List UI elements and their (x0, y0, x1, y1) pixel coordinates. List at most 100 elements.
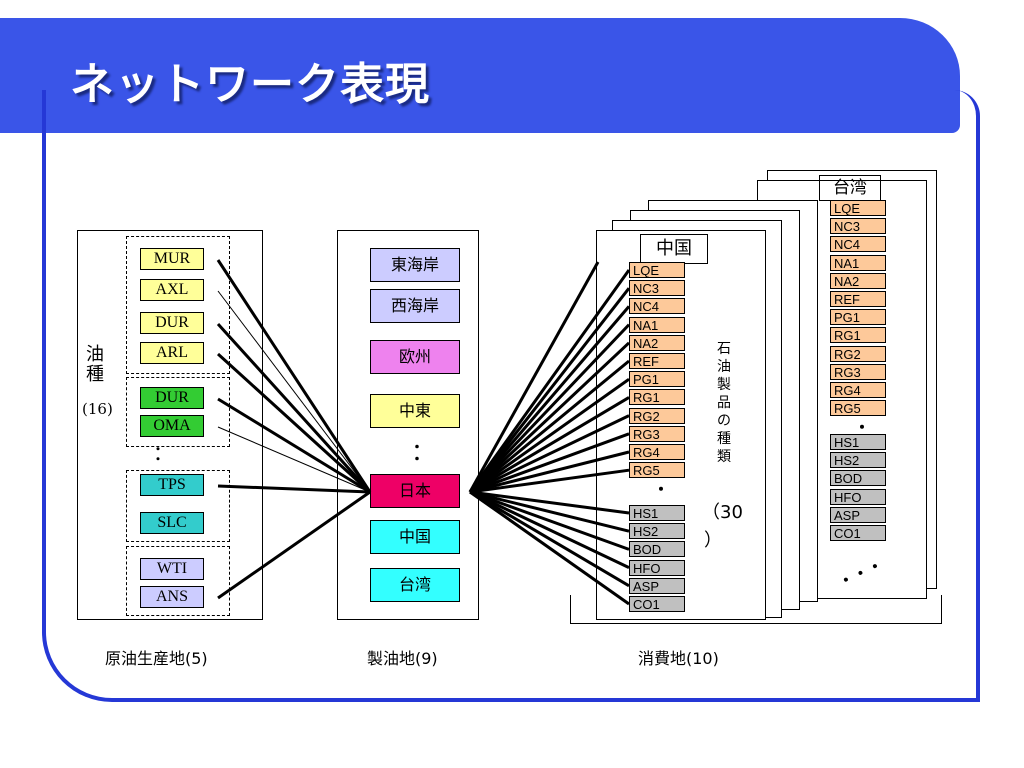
refinery-site-6: 台湾 (370, 568, 460, 602)
front-product-lqe: LQE (629, 262, 685, 278)
back-product-na2: NA2 (830, 272, 886, 289)
page-title: ネットワーク表現 (70, 59, 430, 110)
consumption-footer: 消費地(10) (638, 649, 719, 668)
product-count-label-close: ） (704, 530, 722, 551)
back-product-co1: CO1 (830, 525, 886, 541)
crude-count-label: (16) (82, 400, 113, 418)
crude-slc-7: SLC (140, 512, 204, 534)
back-product-ellipsis: ・ (854, 418, 871, 438)
title-underline (0, 133, 910, 139)
link-crude-4 (217, 397, 371, 494)
crude-group-1 (126, 236, 230, 374)
link-product-1 (468, 287, 631, 493)
back-product-hs2: HS2 (830, 452, 886, 469)
front-product-rg2: RG2 (629, 407, 685, 424)
link-product-9 (469, 432, 630, 494)
front-product-rg5: RG5 (629, 462, 685, 479)
front-product-ellipsis: ・ (653, 480, 670, 500)
back-product-hs1: HS1 (830, 434, 886, 450)
front-product-na1: NA1 (629, 316, 685, 333)
back-product-ref: REF (830, 291, 886, 307)
back-product-hfo: HFO (830, 488, 886, 505)
link-product-16 (469, 490, 630, 588)
refinery-site-1: 西海岸 (370, 289, 460, 323)
back-product-nc4: NC4 (830, 236, 886, 253)
title-bar (0, 18, 960, 133)
link-crude-6 (217, 484, 371, 494)
crude-dur-2: DUR (140, 312, 204, 334)
front-product-ref: REF (629, 353, 685, 369)
front-product-rg4: RG4 (629, 444, 685, 460)
link-product-5 (469, 359, 630, 494)
front-product-hs2: HS2 (629, 523, 685, 540)
front-product-rg1: RG1 (629, 389, 685, 406)
link-product-13 (469, 490, 630, 533)
refinery-site-0: 東海岸 (370, 248, 460, 282)
link-product-2 (468, 305, 631, 493)
link-product-3 (468, 323, 631, 494)
back-product-asp: ASP (830, 506, 886, 523)
crude-wti-8: WTI (140, 558, 204, 580)
consumption-bracket (570, 595, 942, 624)
front-product-nc3: NC3 (629, 280, 685, 297)
refinery-site-2: 欧州 (370, 340, 460, 374)
link-product-6 (469, 377, 630, 494)
link-crude-0 (216, 259, 372, 493)
link-product-14 (469, 490, 630, 551)
refinery-site-5: 中国 (370, 520, 460, 554)
crude-group-4 (126, 546, 230, 616)
refinery-footer: 製油地(9) (367, 649, 438, 668)
crude-dur-4: DUR (140, 387, 204, 409)
link-product-15 (469, 490, 630, 569)
front-product-asp: ASP (629, 577, 685, 594)
front-product-co1: CO1 (629, 596, 685, 612)
link-product-12 (469, 490, 630, 515)
link-product-0 (468, 269, 631, 493)
refinery-site-3: 中東 (370, 394, 460, 428)
front-product-na2: NA2 (629, 334, 685, 351)
crude-oma-5: OMA (140, 415, 204, 437)
link-product-11 (469, 468, 630, 494)
front-product-hfo: HFO (629, 559, 685, 576)
link-product-extra (468, 261, 600, 493)
crude-arl-3: ARL (140, 342, 204, 364)
product-count-label: （30 (702, 502, 743, 523)
crude-mur-0: MUR (140, 248, 204, 270)
crude-ellipsis: ・ ・ (152, 442, 165, 466)
back-product-lqe: LQE (830, 200, 886, 216)
link-crude-9 (217, 490, 371, 600)
crude-group-2 (126, 377, 230, 447)
front-product-pg1: PG1 (629, 371, 685, 388)
front-product-nc4: NC4 (629, 298, 685, 315)
crude-group-3 (126, 470, 230, 542)
back-product-rg3: RG3 (830, 363, 886, 380)
refinery-site-4: 日本 (370, 474, 460, 508)
link-product-7 (469, 396, 630, 494)
back-product-bod: BOD (830, 470, 886, 487)
back-product-na1: NA1 (830, 254, 886, 271)
crude-axl-1: AXL (140, 279, 204, 301)
front-product-hs1: HS1 (629, 505, 685, 521)
front-product-rg3: RG3 (629, 425, 685, 442)
crude-vertical-label: 油 種 (86, 344, 104, 385)
refinery-ellipsis: ・ ・ (410, 440, 424, 468)
link-product-10 (469, 450, 630, 494)
link-crude-1 (217, 290, 371, 493)
product-type-label: 石油製品の種類 (717, 341, 731, 465)
crude-ans-9: ANS (140, 586, 204, 608)
link-crude-2 (216, 322, 372, 494)
back-product-rg1: RG1 (830, 327, 886, 344)
back-product-nc3: NC3 (830, 218, 886, 235)
link-product-17 (469, 490, 630, 606)
crude-tps-6: TPS (140, 474, 204, 496)
front-product-bod: BOD (629, 541, 685, 558)
link-crude-5 (217, 426, 371, 493)
link-product-4 (468, 341, 631, 494)
slide-frame (42, 90, 980, 702)
back-product-rg4: RG4 (830, 382, 886, 398)
link-product-8 (469, 414, 630, 494)
back-product-rg2: RG2 (830, 345, 886, 362)
back-product-pg1: PG1 (830, 309, 886, 326)
link-crude-3 (216, 352, 372, 494)
